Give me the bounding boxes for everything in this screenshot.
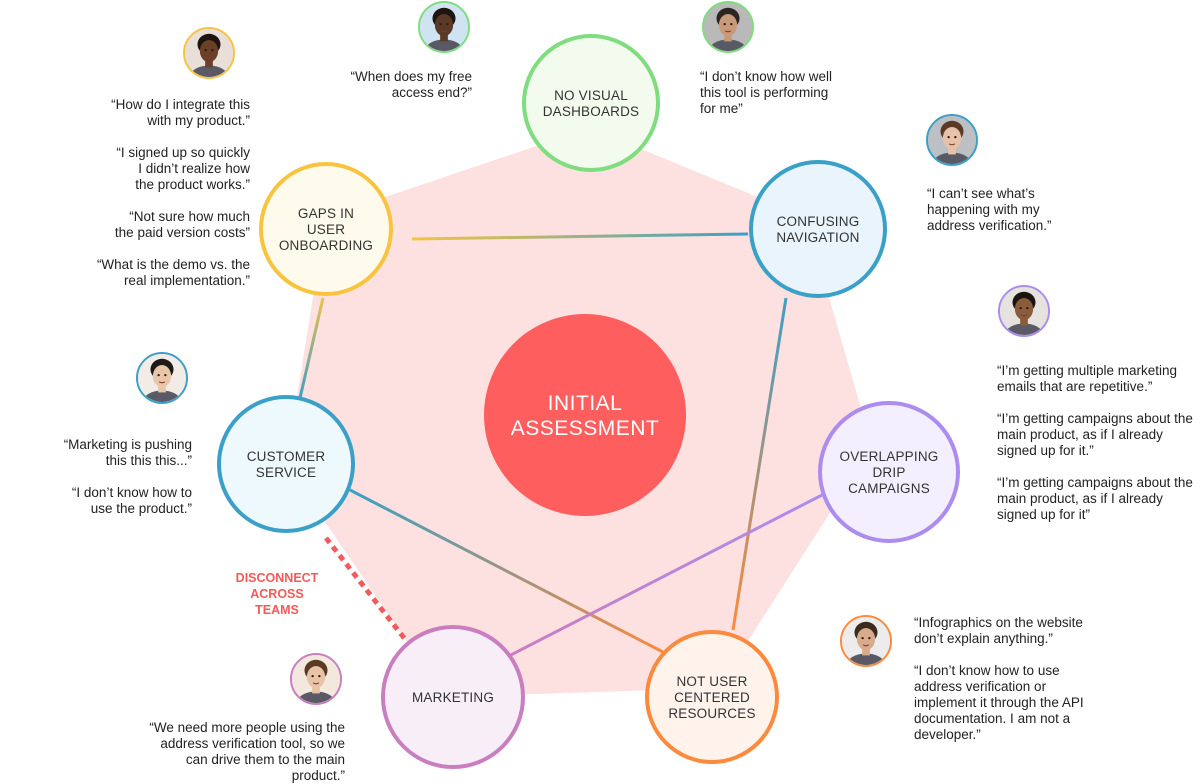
disconnect-line-2: ACROSS	[250, 587, 303, 601]
person-icon	[185, 29, 233, 77]
quote-group-dashboards: “I don’t know how well this tool is perf…	[700, 69, 880, 117]
connector-service-resources	[349, 488, 664, 654]
quote-group-marketing: “We need more people using the address v…	[100, 720, 345, 784]
person-icon	[704, 3, 752, 51]
node-label-drip: OVERLAPPING	[840, 449, 939, 464]
node-circle-service	[217, 395, 355, 533]
node-label-onboarding: USER	[307, 222, 345, 237]
quote-group-onboarding: “How do I integrate this with my product…	[40, 97, 250, 289]
quote-text: “Not sure how much the paid version cost…	[114, 209, 250, 240]
node-label-resources: RESOURCES	[668, 706, 755, 721]
quote-group-navigation: “I can’t see what’s happening with my ad…	[927, 186, 1107, 234]
center-label-line2: ASSESSMENT	[511, 417, 660, 440]
node-label-marketing: MARKETING	[412, 690, 494, 705]
person-icon	[420, 3, 468, 51]
person-icon	[292, 655, 340, 703]
node-label-navigation: CONFUSING	[777, 214, 860, 229]
node-circle-navigation	[749, 160, 887, 298]
quote-text: “I’m getting multiple marketing emails t…	[997, 363, 1178, 394]
avatar-onboarding	[183, 27, 235, 79]
avatar-resources	[840, 615, 892, 667]
quote-text: “What is the demo vs. the real implement…	[96, 257, 250, 288]
center-label-line1: INITIAL	[548, 392, 623, 415]
node-label-drip: DRIP	[872, 465, 905, 480]
quote-group-drip: “I’m getting multiple marketing emails t…	[997, 363, 1197, 523]
avatar-service	[136, 352, 188, 404]
quote-text: “How do I integrate this with my product…	[111, 97, 250, 128]
quote-group-free-access: “When does my free access end?”	[300, 69, 472, 101]
node-circle-drip	[818, 401, 960, 543]
node-label-drip: CAMPAIGNS	[848, 481, 930, 496]
node-label-onboarding: ONBOARDING	[279, 238, 373, 253]
connector-navigation-resources	[731, 297, 788, 631]
disconnect-line-1: DISCONNECT	[236, 571, 319, 585]
person-icon	[138, 354, 186, 402]
quote-text: “I’m getting campaigns about the main pr…	[997, 411, 1193, 458]
avatar-free-access	[418, 1, 470, 53]
quote-group-service: “Marketing is pushing this this this...”…	[20, 437, 192, 517]
node-label-resources: CENTERED	[674, 690, 750, 705]
node-circle-marketing	[381, 625, 525, 769]
person-icon	[842, 617, 890, 665]
quote-text: “Marketing is pushing this this this...”	[63, 437, 192, 468]
quote-text: “I don’t know how to use the product.”	[71, 485, 192, 516]
avatar-dashboards	[702, 1, 754, 53]
disconnect-line-3: TEAMS	[255, 603, 299, 617]
quote-group-resources: “Infographics on the website don’t expla…	[914, 615, 1114, 743]
node-label-service: SERVICE	[256, 465, 316, 480]
connector-onboarding-navigation	[411, 232, 749, 241]
quote-text: “I’m getting campaigns about the main pr…	[997, 475, 1193, 522]
person-icon	[1000, 287, 1048, 335]
quote-text: “When does my free access end?”	[350, 69, 472, 100]
node-label-dashboards: DASHBOARDS	[543, 104, 640, 119]
node-circle-resources	[645, 630, 779, 764]
center-node: INITIAL ASSESSMENT	[484, 314, 686, 516]
avatar-marketing	[290, 653, 342, 705]
node-marketing: MARKETING	[381, 625, 525, 769]
node-circle-dashboards	[522, 34, 660, 172]
node-label-onboarding: GAPS IN	[298, 206, 354, 221]
quote-text: “I don’t know how to use address verific…	[914, 663, 1084, 742]
node-label-navigation: NAVIGATION	[776, 230, 859, 245]
quote-text: “I can’t see what’s happening with my ad…	[927, 186, 1052, 233]
quote-text: “I signed up so quickly I didn’t realize…	[116, 145, 250, 192]
quote-text: “I don’t know how well this tool is perf…	[700, 69, 833, 116]
connector-marketing-drip	[504, 493, 823, 660]
disconnect-dashed-line	[324, 536, 410, 645]
node-label-dashboards: NO VISUAL	[554, 88, 628, 103]
quote-text: “Infographics on the website don’t expla…	[914, 615, 1083, 646]
person-icon	[928, 116, 976, 164]
node-circle-onboarding	[259, 162, 393, 296]
quote-text: “We need more people using the address v…	[149, 720, 345, 783]
connector-onboarding-service	[298, 297, 325, 399]
node-label-resources: NOT USER	[676, 674, 747, 689]
avatar-navigation	[926, 114, 978, 166]
avatar-drip	[998, 285, 1050, 337]
node-label-service: CUSTOMER	[247, 449, 326, 464]
disconnect-label: DISCONNECT ACROSS TEAMS	[236, 571, 319, 617]
